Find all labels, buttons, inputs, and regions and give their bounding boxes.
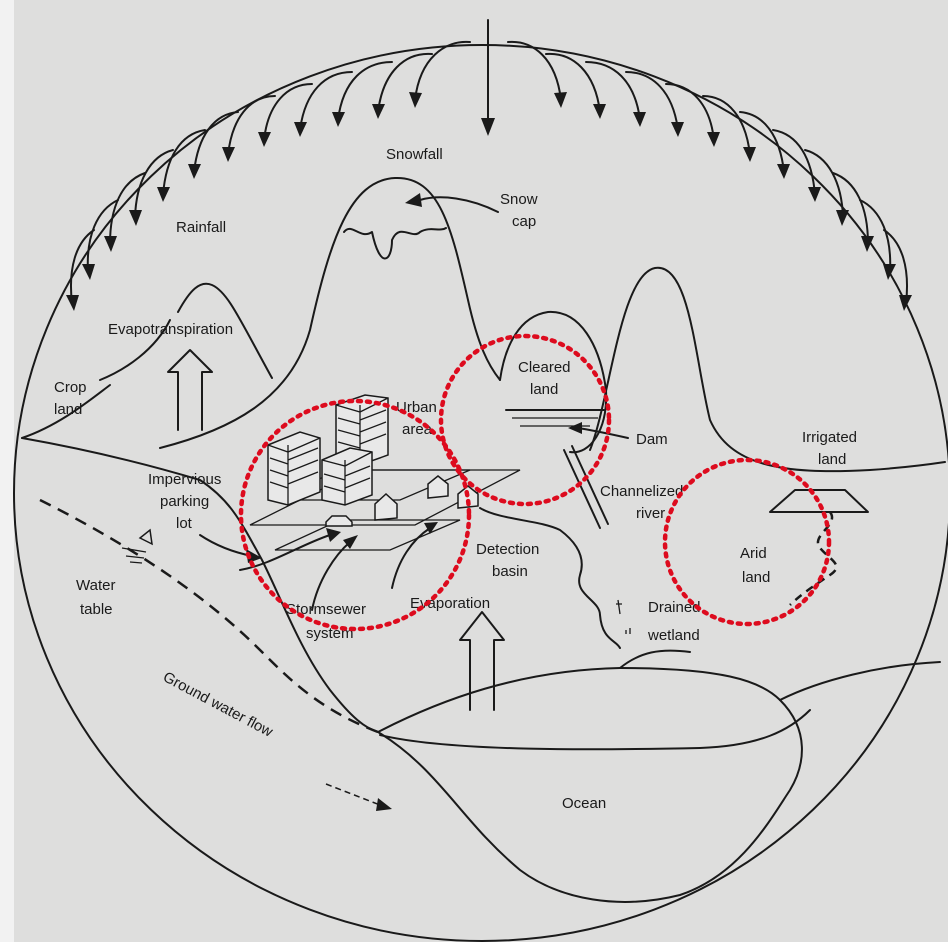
pointer-arrows <box>199 193 629 611</box>
label-snow-cap-1: Snow <box>500 191 538 208</box>
label-detection-1: Detection <box>476 541 539 558</box>
page-edge <box>0 0 14 942</box>
label-irrigated-land-2: land <box>818 451 846 468</box>
label-irrigated-land-1: Irrigated <box>802 429 857 446</box>
label-ground-water-flow: Ground water flow <box>160 669 276 741</box>
label-urban-area-2: area <box>402 421 433 438</box>
label-dam: Dam <box>636 431 668 448</box>
label-arid-land-1: Arid <box>740 545 767 562</box>
label-drained-2: wetland <box>647 627 700 644</box>
label-cleared-land-2: land <box>530 381 558 398</box>
globe-outline <box>13 44 948 942</box>
highlight-arid-land <box>662 457 832 627</box>
label-evaporation: Evaporation <box>410 595 490 612</box>
highlight-cleared-land <box>438 333 612 507</box>
evapotranspiration-arrow <box>167 349 213 431</box>
label-crop-land-2: land <box>54 401 82 418</box>
evaporation-arrow <box>459 611 505 711</box>
label-impervious-1: Impervious <box>148 471 221 488</box>
label-ocean: Ocean <box>562 795 606 812</box>
label-arid-land-2: land <box>742 569 770 586</box>
label-impervious-3: lot <box>176 515 193 532</box>
label-rainfall: Rainfall <box>176 219 226 236</box>
label-water-table-2: table <box>80 601 113 618</box>
rainfall-arrows-left <box>66 40 471 311</box>
label-cleared-land-1: Cleared <box>518 359 571 376</box>
terrain-lines <box>21 176 946 903</box>
label-drained-1: Drained <box>648 599 701 616</box>
label-stormsewer-1: Stormsewer <box>286 601 366 618</box>
urban-buildings <box>249 394 521 551</box>
label-snow-cap-2: cap <box>512 213 536 230</box>
label-channelized-1: Channelized <box>600 483 683 500</box>
label-snowfall: Snowfall <box>386 146 443 163</box>
top-down-arrow <box>481 19 495 136</box>
label-evapotranspiration: Evapotranspiration <box>108 321 233 338</box>
rainfall-arrows-right <box>507 40 912 311</box>
ground-water-flow-arrow <box>325 783 392 811</box>
label-water-table-1: Water <box>76 577 115 594</box>
highlight-circles <box>238 333 832 632</box>
label-detection-2: basin <box>492 563 528 580</box>
highlight-urban-area <box>238 398 472 632</box>
label-impervious-2: parking <box>160 493 209 510</box>
label-crop-land-1: Crop <box>54 379 87 396</box>
label-channelized-2: river <box>636 505 665 522</box>
